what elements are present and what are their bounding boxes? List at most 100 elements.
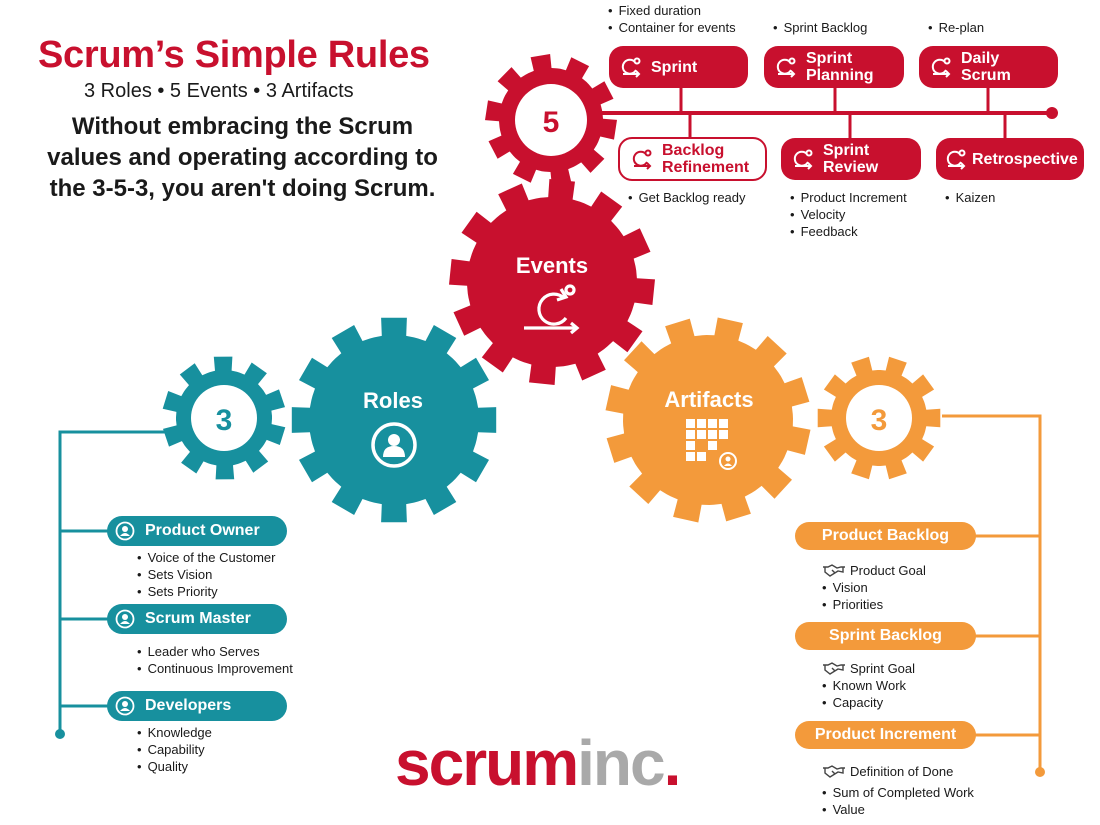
product-increment-pill: Product Increment <box>795 721 976 749</box>
events-timeline-end-dot <box>1046 107 1058 119</box>
person-icon <box>115 696 135 716</box>
list-item: Get Backlog ready <box>628 189 746 206</box>
artifacts-gear-label: Artifacts <box>664 387 753 412</box>
list-item: Capacity <box>822 694 915 711</box>
cycle-icon <box>776 57 796 78</box>
description-text: Without embracing the Scrum values and o… <box>47 113 438 202</box>
retrospective-pill: Retrospective <box>936 138 1084 180</box>
list-item: Priorities <box>822 596 926 613</box>
events-count-gear <box>485 54 617 186</box>
person-icon <box>115 609 135 629</box>
list-item: Sum of Completed Work <box>822 784 974 801</box>
retrospective-notes: Kaizen <box>945 189 996 206</box>
sprint-label: Sprint <box>651 58 698 76</box>
sprint-backlog-pill: Sprint Backlog <box>795 622 976 650</box>
artifacts-bracket-end-dot <box>1035 767 1045 777</box>
list-item: Container for events <box>608 19 736 36</box>
gear-shape <box>291 317 497 523</box>
events-gear-label: Events <box>516 253 588 278</box>
list-item: Known Work <box>822 677 915 694</box>
roles-gear-label: Roles <box>363 388 423 413</box>
list-item: Re-plan <box>928 19 985 36</box>
artifacts-bracket <box>942 414 1042 772</box>
roles-bracket <box>58 430 165 734</box>
product-increment-notes: Definition of Done Sum of Completed Work… <box>822 763 974 818</box>
list-item: Velocity <box>790 206 907 223</box>
retrospective-label: Retrospective <box>972 150 1078 168</box>
events-gear <box>449 179 655 385</box>
product-backlog-notes: Product Goal Vision Priorities <box>822 562 926 613</box>
list-item: Knowledge <box>137 724 212 741</box>
product-backlog-pill: Product Backlog <box>795 522 976 550</box>
product-owner-label: Product Owner <box>145 522 260 539</box>
scruminc-logo: scruminc. <box>395 727 681 799</box>
gear-hole <box>191 385 257 451</box>
product-goal-commitment: Product Goal <box>850 563 926 578</box>
daily-scrum-notes: Re-plan <box>928 19 985 36</box>
developers-notes: Knowledge Capability Quality <box>137 724 212 775</box>
developers-pill: Developers <box>107 691 287 721</box>
sprint-cycle-icon <box>524 284 580 335</box>
page-title: Scrum’s Simple Rules <box>38 34 430 76</box>
artifacts-count: 3 <box>871 404 888 437</box>
backlog-refinement-notes: Get Backlog ready <box>628 189 746 206</box>
sprint-notes: Fixed duration Container for events <box>608 2 736 36</box>
roles-gear <box>291 317 497 523</box>
list-item: Kaizen <box>945 189 996 206</box>
person-circle-icon <box>371 422 417 468</box>
sprint-review-notes: Product Increment Velocity Feedback <box>790 189 907 240</box>
list-item: Sets Vision <box>137 566 275 583</box>
sprint-backlog-notes: Sprint Goal Known Work Capacity <box>822 660 915 711</box>
list-item: Quality <box>137 758 212 775</box>
page-subtitle: 3 Roles • 5 Events • 3 Artifacts <box>84 80 354 102</box>
handshake-icon <box>823 564 845 577</box>
person-icon <box>115 521 135 541</box>
list-item: Sprint Backlog <box>773 19 868 36</box>
gear-shape <box>449 179 655 385</box>
list-item: Feedback <box>790 223 907 240</box>
sprint-pill: Sprint <box>609 46 748 88</box>
handshake-icon <box>823 662 845 675</box>
gear-hole <box>846 385 912 451</box>
list-item: Value <box>822 801 974 818</box>
artifacts-count-gear <box>817 356 941 480</box>
list-item: Leader who Serves <box>137 643 293 660</box>
product-owner-pill: Product Owner <box>107 516 287 546</box>
cycle-icon <box>946 149 966 170</box>
list-item: Vision <box>822 579 926 596</box>
gear-hole <box>515 84 587 156</box>
cycle-icon <box>931 57 951 78</box>
definition-of-done-commitment: Definition of Done <box>850 764 954 779</box>
list-item: Fixed duration <box>608 2 736 19</box>
sprint-backlog-label: Sprint Backlog <box>829 627 942 644</box>
roles-bracket-end-dot <box>55 729 65 739</box>
list-item: Sets Priority <box>137 583 275 600</box>
scrum-master-pill: Scrum Master <box>107 604 287 634</box>
product-owner-notes: Voice of the Customer Sets Vision Sets P… <box>137 549 276 600</box>
list-item: Continuous Improvement <box>137 660 293 677</box>
sprint-goal-commitment: Sprint Goal <box>850 661 916 676</box>
sprint-planning-notes: Sprint Backlog <box>773 19 868 36</box>
scrum-master-label: Scrum Master <box>145 610 251 627</box>
product-increment-label: Product Increment <box>814 726 957 743</box>
cycle-icon <box>632 149 652 170</box>
developers-label: Developers <box>145 697 232 714</box>
roles-count-gear <box>162 356 286 480</box>
roles-count: 3 <box>216 404 233 437</box>
list-item: Capability <box>137 741 212 758</box>
product-backlog-label: Product Backlog <box>821 527 950 544</box>
list-item: Voice of the Customer <box>137 549 276 566</box>
events-count: 5 <box>543 106 560 139</box>
cycle-icon <box>621 57 641 78</box>
handshake-icon <box>823 765 845 778</box>
